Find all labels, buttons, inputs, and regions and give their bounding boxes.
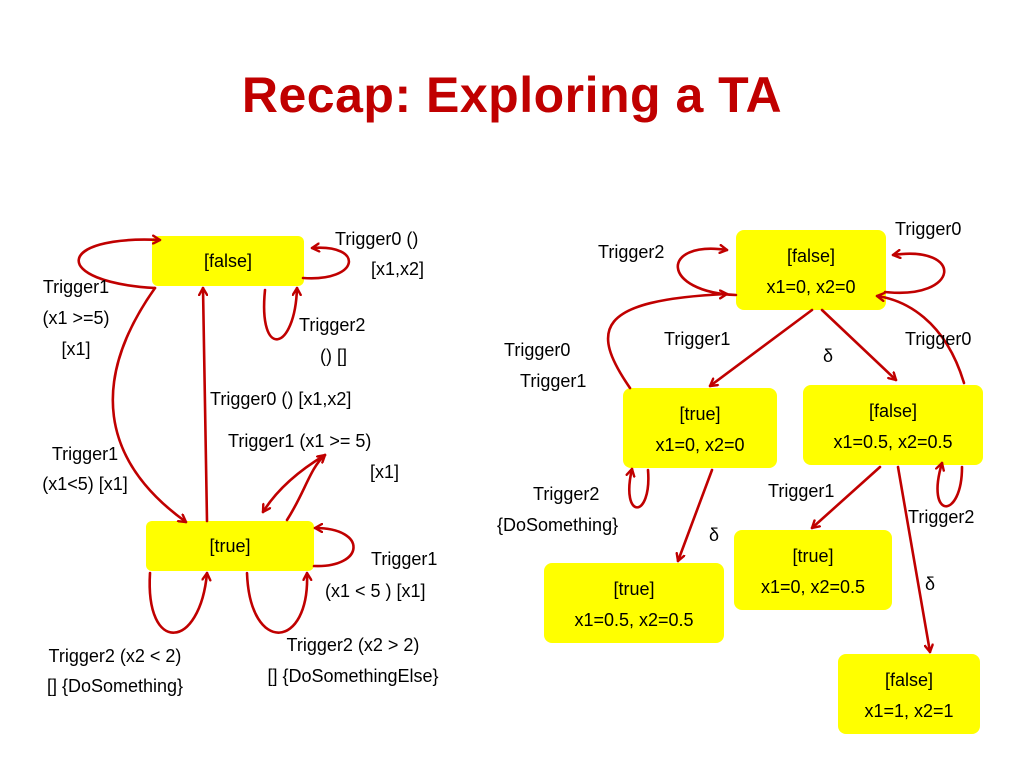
label-trigger1-right-2: [x1]: [370, 462, 399, 482]
right-state-true-00: [623, 388, 777, 468]
label-trigger0-self-2: [x1,x2]: [371, 259, 424, 279]
label-right-trigger0-left: Trigger0: [504, 340, 570, 360]
left-state-false-label: [false]: [204, 251, 252, 271]
label-trigger1-true-self-2: (x1 < 5 ) [x1]: [325, 581, 426, 601]
edge-right-true00-to-true55: [678, 468, 714, 563]
label-right-trigger2-root: Trigger2: [598, 242, 664, 262]
right-state-true-05-line2: x1=0, x2=0.5: [761, 577, 865, 597]
edge-left-true-self-bottom-right: [245, 571, 307, 634]
label-trigger2-gt-1: Trigger2 (x2 > 2): [287, 635, 420, 655]
label-right-trigger0-right: Trigger0: [905, 329, 971, 349]
right-state-root: [736, 230, 886, 310]
label-trigger0-self-1: Trigger0 (): [335, 229, 418, 249]
right-state-false-11: [838, 654, 980, 734]
right-ta: [false] x1=0, x2=0 [true] x1=0, x2=0 [fa…: [497, 219, 983, 734]
edge-right-false55-trigger0: [875, 296, 966, 385]
label-right-trigger1-false55: Trigger1: [768, 481, 834, 501]
right-state-true-55: [544, 563, 724, 643]
edge-left-true-to-false: [203, 286, 209, 523]
edge-right-root-to-true00: [708, 308, 814, 388]
edge-right-root-trigger0-self: [883, 254, 946, 295]
edge-right-root-to-false55: [820, 308, 898, 382]
edge-left-trigger0-self: [301, 248, 351, 280]
edge-left-trigger1-self: [77, 240, 162, 290]
right-state-false-11-line1: [false]: [885, 670, 933, 690]
label-trigger2-false-1: Trigger2: [299, 315, 365, 335]
right-state-false-11-line2: x1=1, x2=1: [864, 701, 953, 721]
right-state-root-line2: x1=0, x2=0: [766, 277, 855, 297]
label-trigger2-lt-2: [] {DoSomething}: [47, 676, 183, 696]
edge-left-trigger1-right: [285, 453, 327, 522]
label-trigger1-lt5-2: (x1<5) [x1]: [42, 474, 128, 494]
right-state-true-55-line2: x1=0.5, x2=0.5: [574, 610, 693, 630]
edge-right-true00-trigger2-self: [629, 467, 650, 509]
label-trigger1-left-2: (x1 >=5): [42, 308, 109, 328]
label-trigger1-true-self-1: Trigger1: [371, 549, 437, 569]
label-trigger1-left-3: [x1]: [61, 339, 90, 359]
left-state-false: [152, 236, 304, 286]
label-right-trigger2-true00-2: {DoSomething}: [497, 515, 618, 535]
label-trigger2-lt-1: Trigger2 (x2 < 2): [49, 646, 182, 666]
edge-left-trigger2-self: [262, 286, 297, 341]
label-trigger1-lt5-1: Trigger1: [52, 444, 118, 464]
edge-right-false55-to-true05: [810, 465, 882, 530]
right-state-true-05-line1: [true]: [792, 546, 833, 566]
right-state-true-00-line2: x1=0, x2=0: [655, 435, 744, 455]
label-trigger0-down: Trigger0 () [x1,x2]: [210, 389, 351, 409]
label-trigger2-false-2: () []: [320, 346, 347, 366]
edge-right-true00-trigger0-trigger1: [606, 294, 729, 390]
label-right-trigger2-true00-1: Trigger2: [533, 484, 599, 504]
label-right-trigger2-false55: Trigger2: [908, 507, 974, 527]
edge-left-trigger1-return: [261, 453, 327, 514]
edge-left-true-self-right: [312, 528, 355, 568]
label-trigger1-left-1: Trigger1: [43, 277, 109, 297]
left-state-true: [146, 521, 314, 571]
edge-left-true-self-bottom-left: [148, 571, 207, 634]
label-right-trigger1-left: Trigger1: [520, 371, 586, 391]
label-trigger2-gt-2: [] {DoSomethingElse}: [267, 666, 438, 686]
right-state-false-55-line2: x1=0.5, x2=0.5: [833, 432, 952, 452]
slide-title: Recap: Exploring a TA: [241, 67, 783, 123]
right-state-false-55-line1: [false]: [869, 401, 917, 421]
right-state-true-55-line1: [true]: [613, 579, 654, 599]
label-trigger1-right-1: Trigger1 (x1 >= 5): [228, 431, 371, 451]
edge-left-false-to-true: [111, 286, 188, 524]
right-state-true-05: [734, 530, 892, 610]
right-state-root-line1: [false]: [787, 246, 835, 266]
left-ta: [false] [true] Trigger0 () [x1,x2] Trigg…: [42, 229, 438, 696]
edge-right-false55-to-false11: [896, 465, 930, 654]
right-state-true-00-line1: [true]: [679, 404, 720, 424]
edge-right-false55-trigger2-self: [938, 461, 964, 508]
label-right-delta-false55: δ: [925, 574, 935, 594]
label-right-delta-true00: δ: [709, 525, 719, 545]
label-right-trigger1-root: Trigger1: [664, 329, 730, 349]
right-state-false-55: [803, 385, 983, 465]
label-right-delta-root: δ: [823, 346, 833, 366]
edge-right-root-trigger2-self: [676, 249, 738, 297]
left-state-true-label: [true]: [209, 536, 250, 556]
label-right-trigger0-root: Trigger0: [895, 219, 961, 239]
